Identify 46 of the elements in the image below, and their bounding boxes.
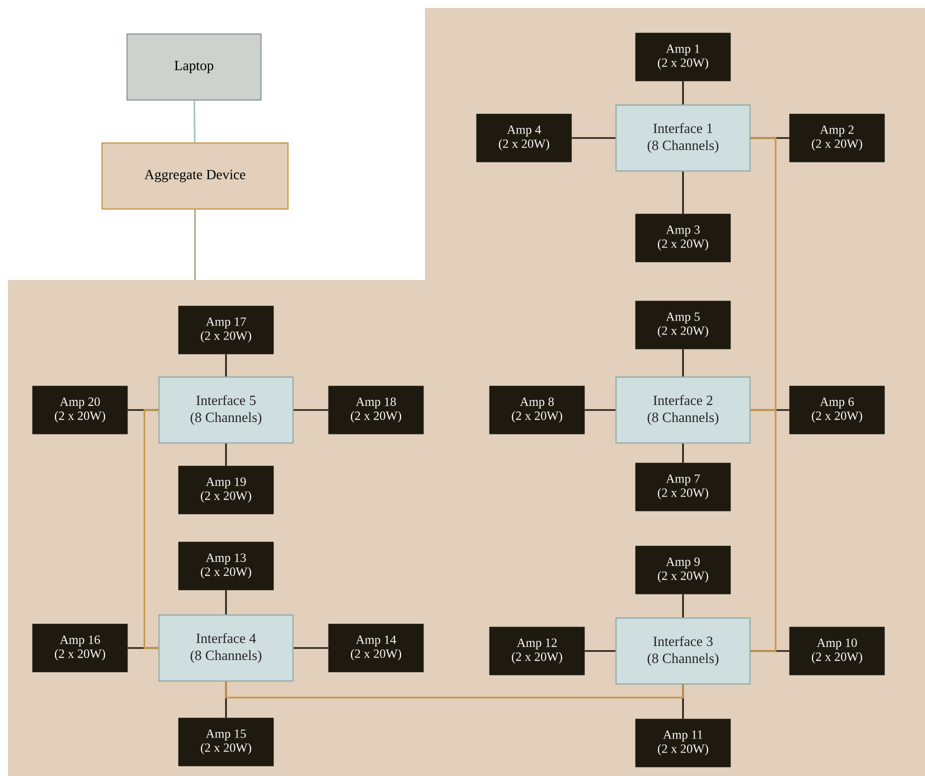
- laptop-box: Laptop: [126, 33, 262, 101]
- connector-line: [682, 172, 684, 214]
- connector-line: [584, 650, 616, 652]
- connector-line: [750, 137, 776, 411]
- amplifier-box: Amp 8 (2 x 20W): [489, 386, 585, 434]
- interface-box: Interface 4 (8 Channels): [158, 614, 294, 682]
- connector-line: [225, 444, 227, 466]
- amplifier-box: Amp 6 (2 x 20W): [789, 386, 885, 434]
- interface-box: Interface 2 (8 Channels): [615, 376, 751, 444]
- amplifier-box: Amp 1 (2 x 20W): [635, 32, 731, 82]
- connector-line: [194, 100, 196, 142]
- amplifier-box: Amp 3 (2 x 20W): [635, 214, 731, 262]
- amplifier-box: Amp 15 (2 x 20W): [178, 718, 274, 766]
- connector-line: [225, 590, 227, 614]
- amplifier-box: Amp 11 (2 x 20W): [635, 718, 731, 768]
- interface-box: Interface 1 (8 Channels): [615, 104, 751, 172]
- amplifier-box: Amp 5 (2 x 20W): [635, 300, 731, 350]
- amplifier-box: Amp 16 (2 x 20W): [32, 624, 128, 672]
- connector-line: [194, 210, 196, 280]
- amplifier-box: Amp 20 (2 x 20W): [32, 386, 128, 434]
- aggregate-device-box: Aggregate Device: [101, 142, 289, 210]
- amplifier-box: Amp 10 (2 x 20W): [789, 626, 885, 676]
- connector-line: [294, 647, 328, 649]
- connector-line: [682, 444, 684, 463]
- connector-line: [584, 409, 616, 411]
- amplifier-box: Amp 9 (2 x 20W): [635, 546, 731, 594]
- amplifier-box: Amp 2 (2 x 20W): [789, 114, 885, 162]
- connector-line: [682, 81, 684, 104]
- interface-box: Interface 3 (8 Channels): [615, 617, 751, 685]
- connector-line: [682, 349, 684, 376]
- connector-line: [682, 594, 684, 618]
- amplifier-box: Amp 12 (2 x 20W): [489, 626, 585, 676]
- connector-line: [572, 137, 616, 139]
- amplifier-box: Amp 19 (2 x 20W): [178, 466, 274, 514]
- connector-line: [225, 354, 227, 376]
- amplifier-box: Amp 14 (2 x 20W): [328, 624, 424, 672]
- amplifier-box: Amp 7 (2 x 20W): [635, 462, 731, 512]
- amplifier-box: Amp 18 (2 x 20W): [328, 386, 424, 434]
- connector-line: [294, 409, 328, 411]
- connector-line: [750, 409, 776, 652]
- interface-box: Interface 5 (8 Channels): [158, 376, 294, 444]
- amplifier-box: Amp 4 (2 x 20W): [476, 114, 572, 162]
- connector-line: [144, 409, 158, 649]
- amplifier-box: Amp 13 (2 x 20W): [178, 542, 274, 590]
- connector-line: [225, 682, 684, 698]
- amplifier-box: Amp 17 (2 x 20W): [178, 306, 274, 354]
